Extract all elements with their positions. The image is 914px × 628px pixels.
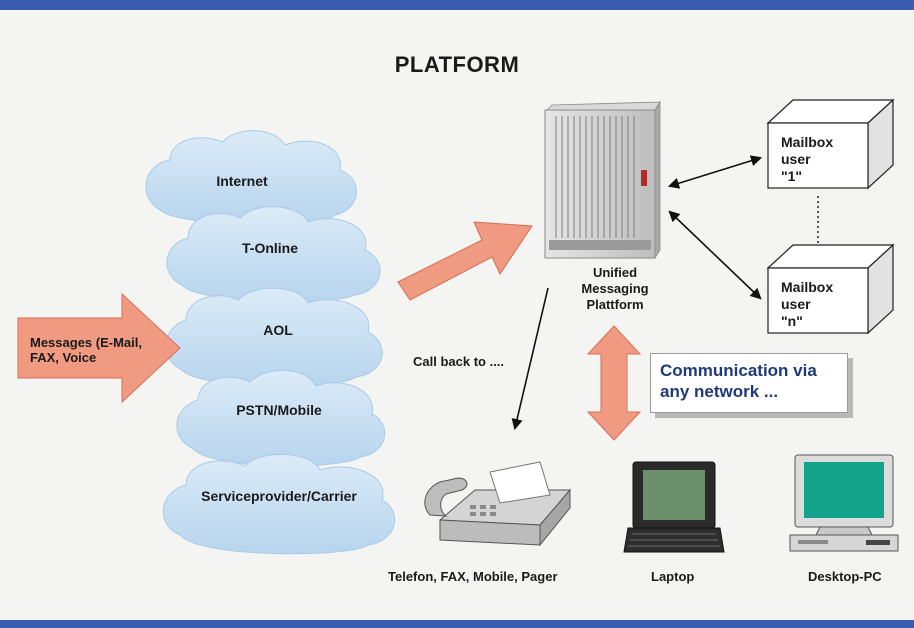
network-label-aol: AOL	[263, 322, 293, 338]
bottom-frame-bar	[0, 620, 914, 628]
mailbox-cube-1	[766, 98, 895, 190]
network-label-serviceprovider: Serviceprovider/Carrier	[201, 488, 357, 504]
incoming-arrow	[17, 292, 181, 404]
communication-box	[650, 353, 848, 413]
incoming-messages-label: Messages (E-Mail, FAX, Voice	[30, 335, 142, 365]
device-label-laptop: Laptop	[651, 569, 695, 584]
callback-label: Call back to ....	[413, 354, 505, 369]
to-platform-arrow	[397, 221, 533, 301]
cloud-serviceprovider	[163, 453, 396, 555]
callback-arrow	[511, 287, 549, 431]
diagram-title: PLATFORM	[394, 52, 520, 77]
desktop-pc-icon	[789, 454, 899, 552]
communication-double-arrow	[586, 325, 642, 441]
communication-label: Communication via any network ...	[660, 361, 817, 401]
cloud-pstn-mobile	[176, 369, 386, 467]
cloud-t-online	[166, 206, 381, 303]
network-label-internet: Internet	[216, 173, 268, 189]
platform-label: Unified Messaging Plattform	[581, 265, 649, 312]
network-clouds	[145, 130, 396, 555]
device-label-desktop-pc: Desktop-PC	[808, 569, 882, 584]
server-rack-icon	[544, 100, 661, 260]
mailbox-cube-n	[766, 243, 895, 335]
laptop-icon	[623, 461, 725, 553]
arrow-platform-mailbox-1	[667, 155, 763, 189]
fax-phone-icon	[424, 461, 572, 547]
top-frame-bar	[0, 0, 914, 10]
mailbox-1-label: Mailbox user "1"	[781, 134, 834, 184]
network-label-t-online: T-Online	[242, 240, 298, 256]
network-label-pstn-mobile: PSTN/Mobile	[236, 402, 322, 418]
mailbox-n-label: Mailbox user "n"	[781, 279, 834, 329]
arrow-platform-mailbox-n	[668, 210, 762, 300]
device-label-telefon-fax: Telefon, FAX, Mobile, Pager	[388, 569, 558, 584]
